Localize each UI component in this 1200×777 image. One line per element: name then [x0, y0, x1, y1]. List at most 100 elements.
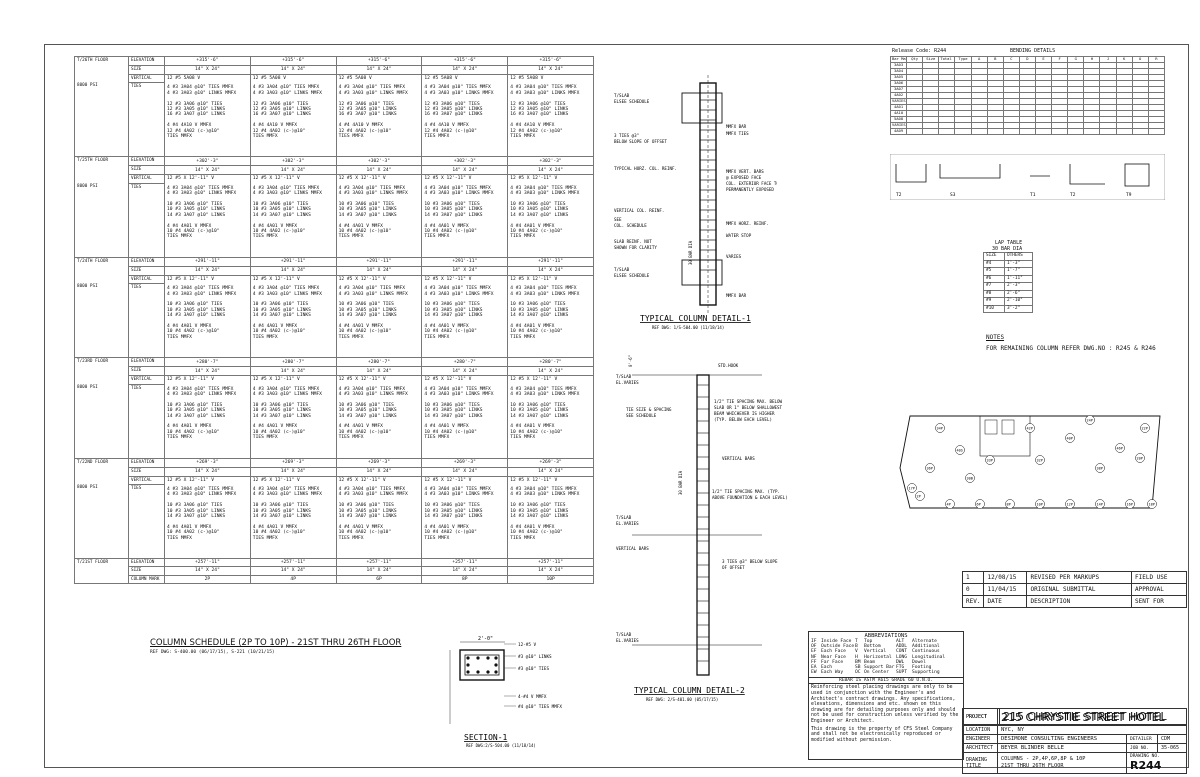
row-label-size: SIZE	[128, 65, 165, 75]
abbr-cell: LONG	[896, 654, 908, 660]
ties-row: TIES	[75, 182, 594, 258]
project-name: 215 CHRYSTIE STREET HOTEL	[997, 708, 1187, 726]
column-callout-label: 22P	[1142, 427, 1148, 431]
elevation-cell: +280'-7"	[335, 357, 423, 368]
size-cell: 14" X 24"	[421, 366, 509, 377]
abbr-cell: EA	[811, 665, 817, 671]
column-callout-circle	[1065, 499, 1075, 509]
column-callout-label: 40S	[957, 449, 963, 453]
detail-2-note: ABOVE FOUNDATION & EACH LEVEL)	[712, 495, 787, 500]
row-label-elevation: ELEVATION	[128, 357, 165, 368]
elevation-cell: +269'-3"	[164, 457, 251, 468]
size-cell: 14" X 24"	[507, 265, 594, 276]
column-callout-label: 10P	[1037, 503, 1043, 507]
detail-1-ref: REF DWG: 1/S-504.00 (11/18/14)	[652, 325, 724, 330]
section-1-column-outline	[459, 649, 505, 681]
abbr-cell: T	[855, 639, 858, 644]
bend-cell	[1051, 128, 1069, 135]
detail-1-title: TYPICAL COLUMN DETAIL-1	[640, 314, 751, 323]
size-cell: 14" X 24"	[249, 566, 337, 576]
bend-shape-label: S3	[950, 192, 956, 198]
abbr-cell: Top	[864, 639, 873, 644]
detail-1-note-left: ELSEE SCHEDULE	[614, 273, 650, 278]
elevation-cell: +291'-11"	[164, 256, 251, 267]
drawing-title-line-1: COLUMNS - 2P,4P,6P,8P & 10P	[1001, 756, 1086, 762]
elevation-cell: +280'-7"	[249, 357, 337, 368]
abbr-cell: Inside Face	[821, 639, 852, 644]
bend-cell	[906, 128, 924, 135]
section-1-note: 4-#4 V MMFX	[518, 694, 547, 700]
drawing-title-value: COLUMNS - 2P,4P,6P,8P & 10P 21ST THRU 26…	[997, 752, 1127, 774]
detail-1-note-right: WATER STOP	[726, 233, 752, 238]
ties-text: 4 #3 3A04 @10" TIES MMFX 4 #3 3A03 @10" …	[424, 386, 494, 441]
column-callout-circle	[935, 423, 945, 433]
rev-description: ORIGINAL SUBMITTAL	[1026, 583, 1132, 596]
size-cell: 14" X 24"	[335, 466, 423, 477]
elevation-cell: +291'-11"	[335, 256, 423, 267]
lap-value: 1'-11"	[1003, 274, 1034, 283]
column-callout-circle	[1125, 499, 1135, 509]
column-callout-label: 32P	[1037, 459, 1043, 463]
bend-cell	[1099, 128, 1117, 135]
elevation-cell: +257'-11"	[249, 558, 337, 568]
section-1-bars	[466, 656, 498, 674]
lap-value: 2'-6"	[1003, 289, 1034, 298]
column-callout-label: 14P	[1097, 503, 1103, 507]
row-label-elevation: ELEVATION	[128, 457, 165, 468]
column-callout-circle	[1065, 433, 1075, 443]
column-callout-label: 17P	[909, 487, 915, 491]
abbr-cell: SUPT	[896, 670, 908, 676]
row-label-ties: TIES	[128, 82, 165, 158]
size-cell: 14" X 24"	[335, 265, 423, 276]
elevation-cell: +302'-3"	[507, 156, 594, 167]
ties-text: 4 #3 3A04 @10" TIES MMFX 4 #3 3A03 @10" …	[424, 185, 494, 240]
detail-1-dim: 30 BAR DIA	[688, 240, 693, 265]
key-plan-elevator	[1001, 419, 1015, 435]
section-1-drawing: 2'-0" 12-#5 V#3 @10" LINKS#3 @10" TIES4-…	[449, 636, 562, 748]
bend-row: VARIES	[889, 98, 1166, 105]
ties-text: 4 #3 3A04 @10" TIES MMFX 4 #3 3A03 @10" …	[510, 487, 580, 541]
detail-1-note-left: BELOW SLOPE OF OFFSET	[614, 139, 667, 144]
key-plan-stair	[984, 419, 998, 435]
bend-cell	[1002, 128, 1020, 135]
column-callout-circle	[1115, 443, 1125, 453]
elevation-cell: +315'-6"	[164, 56, 251, 66]
elevation-cell: +280'-7"	[164, 357, 251, 368]
size-cell: 14" X 24"	[164, 65, 251, 75]
abbr-cell: BM	[855, 659, 861, 665]
column-callout-circle	[1035, 499, 1045, 509]
bend-row: 4A09	[889, 128, 1166, 135]
abbr-cell: OC	[855, 670, 861, 676]
rebar-dot	[494, 663, 498, 667]
elevation-cell: +302'-3"	[164, 156, 251, 167]
bend-header: Bar Mark	[889, 56, 908, 63]
ties-text: 4 #3 3A04 @10" TIES MMFX 4 #3 3A03 @10" …	[252, 185, 322, 240]
elevation-cell: +280'-7"	[421, 357, 509, 368]
elevation-cell: +269'-3"	[249, 457, 337, 468]
detail-2-dim-top: 0'-6"	[628, 355, 633, 367]
abbr-cell: Supporting	[912, 670, 940, 676]
rev-number: 1	[961, 571, 985, 584]
size-cell: 14" X 24"	[249, 265, 337, 276]
lap-value: 2'-3"	[1003, 282, 1034, 291]
size-cell: 14" X 24"	[164, 466, 251, 477]
abbr-cell: Continuous	[912, 649, 940, 655]
row-label-ties: TIES	[128, 182, 165, 258]
